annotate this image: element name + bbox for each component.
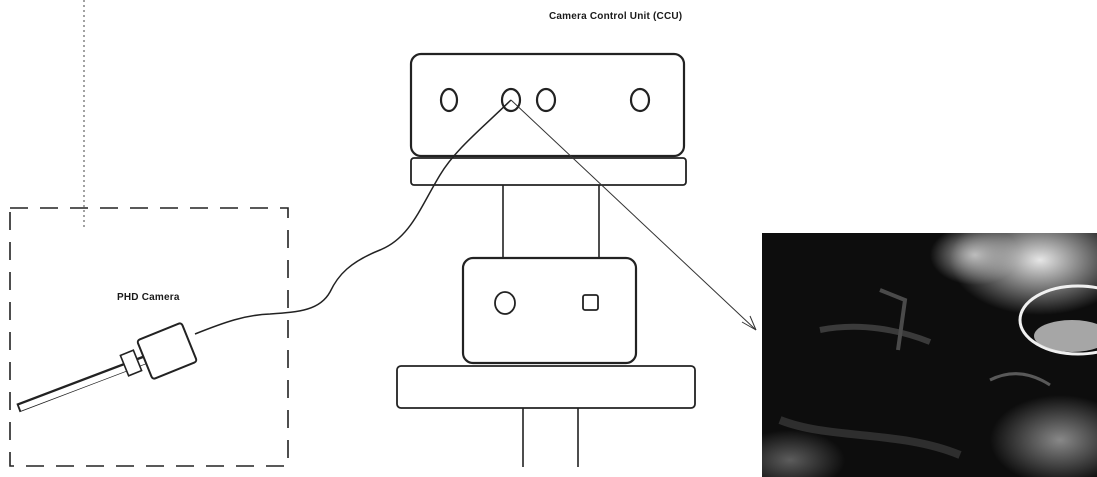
ccu-box (411, 54, 684, 156)
lower-shelf (397, 366, 695, 408)
phd-camera (18, 323, 197, 408)
endoscopic-image (735, 205, 1097, 477)
ccu-label: Camera Control Unit (CCU) (549, 11, 682, 22)
middle-unit-box (463, 258, 636, 363)
phd-camera-label: PHD Camera (117, 292, 180, 303)
upper-shelf (411, 158, 686, 185)
